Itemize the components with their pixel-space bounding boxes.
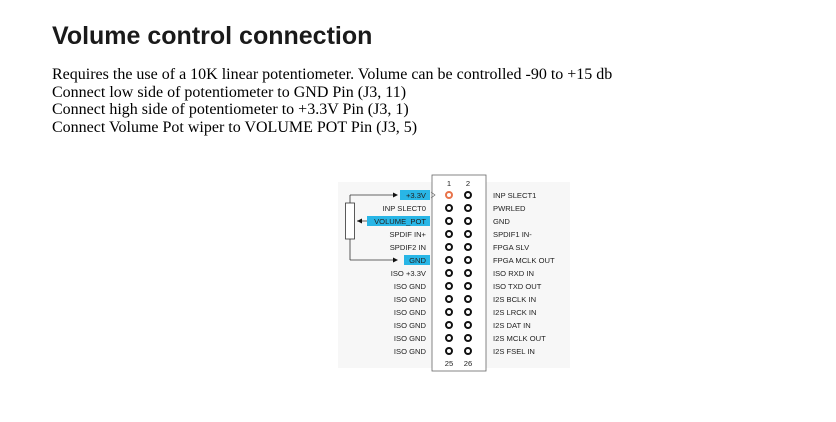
pin-3 <box>445 204 453 212</box>
pin-9 <box>445 243 453 251</box>
highlight-volume-pot <box>367 216 430 226</box>
pin-label-3: INP SLECT0 <box>383 204 426 213</box>
pin-label-19: ISO GND <box>394 308 427 317</box>
wiper-instruction: Connect Volume Pot wiper to VOLUME POT P… <box>52 118 418 136</box>
pin-15 <box>445 282 453 290</box>
pin-label-1: +3.3V <box>406 191 427 200</box>
pin-label-12: FPGA MCLK OUT <box>493 256 555 265</box>
pin-21 <box>445 321 453 329</box>
pin-14 <box>464 269 472 277</box>
pot-resistor-body <box>345 202 355 240</box>
pin-label-24: I2S MCLK OUT <box>493 334 546 343</box>
potentiometer <box>345 195 355 260</box>
arrow-wiper-icon <box>357 218 362 224</box>
pin-11 <box>445 256 453 264</box>
requirement-line: Requires the use of a 10K linear potenti… <box>52 66 613 83</box>
pin-label-23: ISO GND <box>394 334 427 343</box>
pin-label-22: I2S DAT IN <box>493 321 531 330</box>
pin-18 <box>464 295 472 303</box>
pin-label-17: ISO GND <box>394 295 427 304</box>
right-pin-labels: INP SLECT1 PWRLED GND SPDIF1 IN- FPGA SL… <box>493 191 555 356</box>
description-text: Requires the use of a 10K linear potenti… <box>52 66 612 136</box>
pin-17 <box>445 295 453 303</box>
pin-label-7: SPDIF IN+ <box>389 230 426 239</box>
pin-5 <box>445 217 453 225</box>
connector-body <box>431 174 487 372</box>
pin-label-8: SPDIF1 IN- <box>493 230 532 239</box>
pin-label-11: GND <box>409 256 426 265</box>
highlight-gnd <box>404 255 430 265</box>
pin-2 <box>464 191 472 199</box>
left-pin-labels: +3.3V INP SLECT0 VOLUME_POT SPDIF IN+ SP… <box>374 191 427 356</box>
pin-label-26: I2S FSEL IN <box>493 347 535 356</box>
pin-label-9: SPDIF2 IN <box>390 243 426 252</box>
pin-number-25: 25 <box>445 359 453 368</box>
arrow-3v3-icon <box>393 192 398 198</box>
pin-19 <box>445 308 453 316</box>
pin-label-14: ISO RXD IN <box>493 269 534 278</box>
pin-24 <box>464 334 472 342</box>
pin-1 <box>445 191 453 199</box>
pin-26 <box>464 347 472 355</box>
pin-number-2: 2 <box>466 179 470 188</box>
pin-25 <box>445 347 453 355</box>
pin-label-25: ISO GND <box>394 347 427 356</box>
pin-label-5: VOLUME_POT <box>374 217 426 226</box>
page-title: Volume control connection <box>52 22 373 50</box>
pin-label-15: ISO GND <box>394 282 427 291</box>
arrow-gnd-icon <box>393 257 398 263</box>
pin-label-2: INP SLECT1 <box>493 191 536 200</box>
high-side-instruction: Connect high side of potentiometer to +3… <box>52 101 409 118</box>
pin-6 <box>464 217 472 225</box>
low-side-instruction: Connect low side of potentiometer to GND… <box>52 83 407 101</box>
pin-22 <box>464 321 472 329</box>
pin-label-13: ISO +3.3V <box>391 269 427 278</box>
pin-label-16: ISO TXD OUT <box>493 282 542 291</box>
pin-8 <box>464 230 472 238</box>
pin-23 <box>445 334 453 342</box>
pin-number-26: 26 <box>464 359 472 368</box>
pin-label-4: PWRLED <box>493 204 526 213</box>
highlight-3v3 <box>400 190 430 200</box>
pin-4 <box>464 204 472 212</box>
pin-label-18: I2S BCLK IN <box>493 295 536 304</box>
pin-7 <box>445 230 453 238</box>
pin-label-21: ISO GND <box>394 321 427 330</box>
pin-label-10: FPGA SLV <box>493 243 530 252</box>
pin-label-6: GND <box>493 217 510 226</box>
pin-16 <box>464 282 472 290</box>
pin-12 <box>464 256 472 264</box>
pin-10 <box>464 243 472 251</box>
pin-13 <box>445 269 453 277</box>
pin-number-1: 1 <box>447 179 451 188</box>
pin-20 <box>464 308 472 316</box>
pin-label-20: I2S LRCK IN <box>493 308 536 317</box>
pin1-pointer-icon <box>430 191 436 199</box>
pin-grid <box>445 191 472 355</box>
